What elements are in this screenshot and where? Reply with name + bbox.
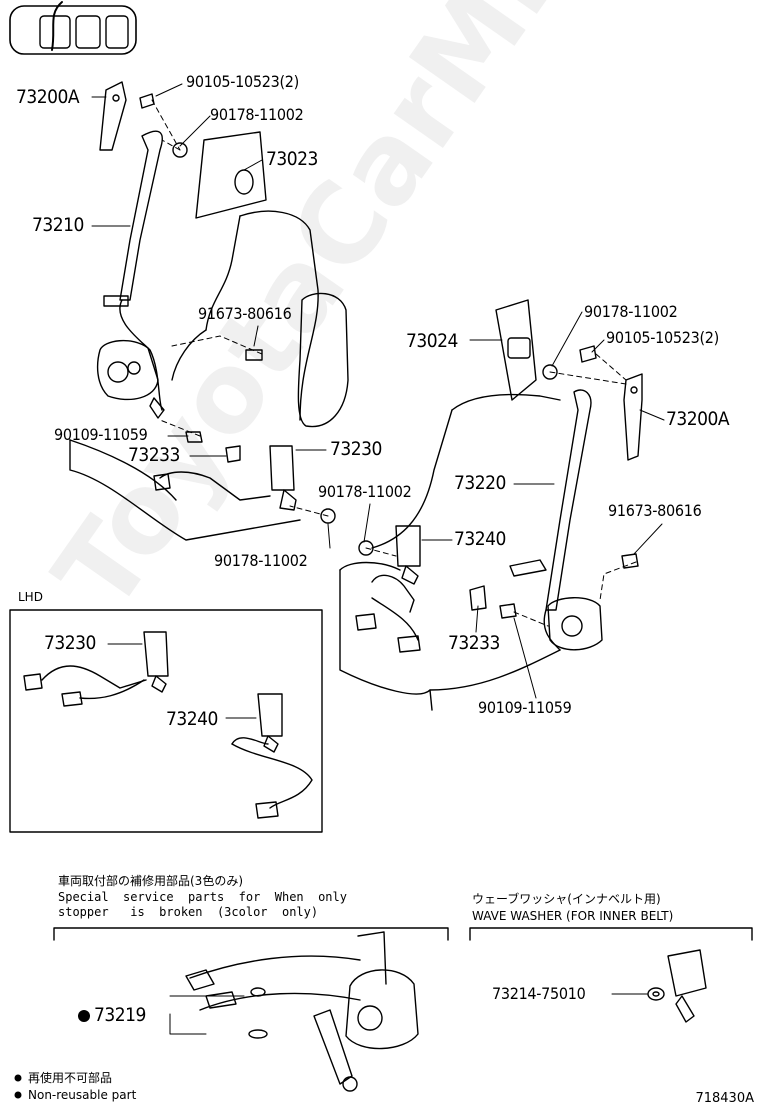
label-90109-right: 90109-11059 (478, 698, 572, 717)
left-buckle (153, 445, 297, 511)
label-lhd-73240: 73240 (166, 708, 218, 730)
label-90105-left: 90105-10523(2) (186, 72, 299, 91)
label-lhd-73230: 73230 (44, 632, 96, 654)
label-73210: 73210 (32, 214, 84, 236)
label-73240: 73240 (454, 528, 506, 550)
legend-dot-jp (14, 1074, 22, 1082)
right-seat-outline (339, 393, 561, 711)
right-buckle (355, 525, 487, 653)
right-pillar-cover (495, 299, 537, 401)
label-90178-right: 90178-11002 (584, 302, 678, 321)
label-90178-top: 90178-11002 (210, 105, 304, 124)
label-73214: 73214-75010 (492, 984, 586, 1003)
leader-lines (91, 83, 665, 1035)
left-fasteners (139, 93, 336, 524)
label-90178-bot: 90178-11002 (214, 551, 308, 570)
washer-note-jp: ウェーブワッシャ(インナベルト用) (472, 892, 661, 906)
lhd-parts (23, 631, 313, 819)
label-91673-left: 91673-80616 (198, 304, 292, 323)
wave-washer-parts (647, 949, 707, 1023)
label-73219: 73219 (94, 1004, 146, 1026)
legend-jp: 再使用不可部品 (28, 1071, 113, 1085)
label-73220: 73220 (454, 472, 506, 494)
label-90105-right: 90105-10523(2) (606, 328, 719, 347)
label-73024: 73024 (406, 330, 458, 352)
stopper-bracket (53, 927, 753, 941)
diagram-reference-number: 718430A (695, 1091, 754, 1106)
label-73200A-right: 73200A (666, 408, 730, 430)
legend-dot-en (14, 1091, 22, 1099)
left-belt-assembly (96, 81, 165, 419)
right-belt-assembly (509, 373, 643, 651)
legend-en: Non-reusable part (28, 1088, 137, 1102)
right-fasteners (358, 345, 639, 619)
left-seat-outline (69, 210, 349, 541)
label-73233-right: 73233 (448, 632, 500, 654)
label-73230: 73230 (330, 438, 382, 460)
stopper-note-jp: 車両取付部の補修用部品(3色のみ) (58, 874, 243, 888)
left-pillar-cover (195, 131, 267, 219)
lhd-box (9, 609, 323, 833)
model-icon (9, 1, 137, 55)
label-91673-right: 91673-80616 (608, 501, 702, 520)
washer-note-en: WAVE WASHER (FOR INNER BELT) (472, 909, 674, 923)
label-90109-left: 90109-11059 (54, 425, 148, 444)
non-reusable-dot (78, 1010, 90, 1022)
left-leader-dashes (151, 99, 329, 517)
stopper-parts (185, 931, 419, 1092)
label-73233-left: 73233 (128, 444, 180, 466)
label-90178-mid: 90178-11002 (318, 482, 412, 501)
label-73200A-left: 73200A (16, 86, 80, 108)
stopper-note-en: Special service parts for When only stop… (58, 890, 347, 919)
right-leader-dashes (365, 353, 637, 627)
lhd-caption: LHD (18, 590, 43, 604)
label-73023: 73023 (266, 148, 318, 170)
